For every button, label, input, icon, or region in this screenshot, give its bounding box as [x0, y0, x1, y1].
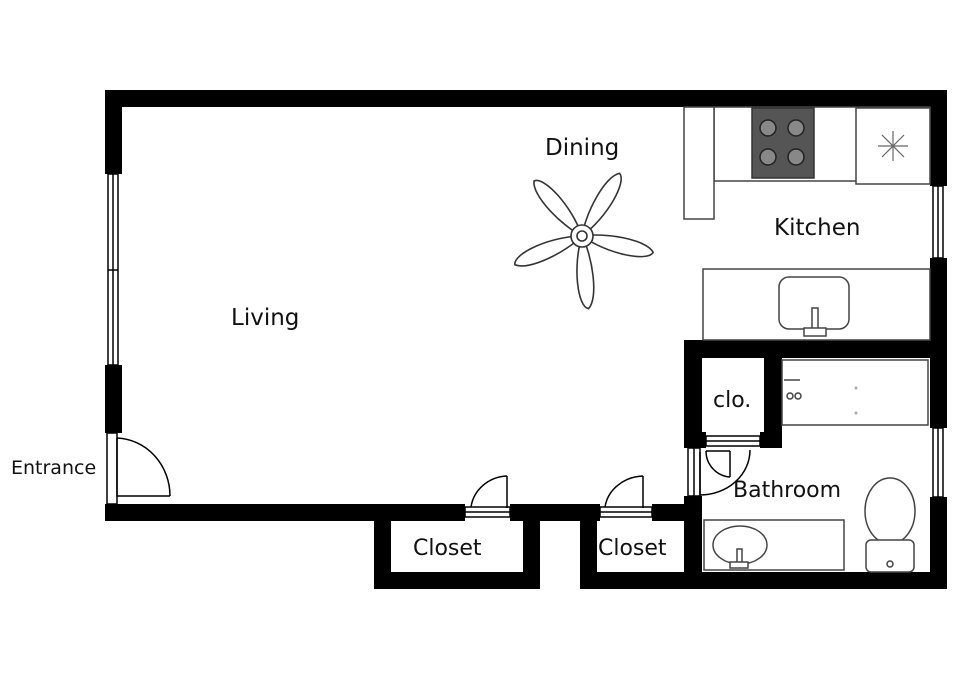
wall-closet-left-bottom [374, 572, 540, 589]
wall-closet-left-right [523, 504, 540, 589]
windows [107, 173, 944, 498]
room-label-bathroom: Bathroom [733, 478, 841, 503]
wall-right-middle [930, 258, 947, 428]
room-label-living: Living [231, 305, 299, 331]
kitchen-peninsula [683, 106, 715, 220]
room-label-dining: Dining [545, 135, 619, 161]
window-icon [107, 173, 119, 366]
kitchen-fixtures [683, 106, 931, 341]
door-swing-icon [106, 432, 171, 505]
door-swing-icon [687, 447, 751, 497]
window-icon [932, 185, 944, 259]
door-swing-icon [464, 475, 511, 518]
wall-clo-bottom-left [684, 432, 706, 448]
bathtub-icon [781, 359, 929, 426]
door-swing-icon [599, 475, 653, 518]
wall-clo-right [764, 358, 782, 448]
room-label-kitchen: Kitchen [774, 215, 860, 241]
bathroom-fixtures [703, 359, 929, 573]
stove-icon [751, 107, 815, 179]
room-label-closet-right: Closet [598, 536, 667, 561]
room-label-closet-left: Closet [413, 536, 482, 561]
wall-kitchen-bath [684, 340, 930, 358]
wall-clo-left [684, 340, 702, 448]
refrigerator-icon [855, 107, 931, 185]
kitchen-sink-icon [778, 276, 850, 337]
wall-closet-right-left [580, 504, 597, 589]
bathroom-sink-icon [703, 519, 845, 571]
door-swing-icon [705, 435, 761, 478]
wall-right-bottom [930, 497, 947, 589]
doors [106, 432, 761, 518]
wall-right-top [930, 90, 947, 186]
window-icon [932, 427, 944, 498]
entrance-label: Entrance [11, 457, 96, 479]
wall-left-upper [105, 90, 122, 174]
wall-closet-left-outer [374, 504, 391, 589]
room-label-clo: clo. [713, 388, 751, 413]
toilet-icon [864, 477, 916, 573]
wall-bottom-living [105, 504, 465, 521]
walls [105, 90, 947, 589]
wall-bottom-bath [580, 572, 947, 589]
wall-bath-left [684, 496, 702, 589]
wall-clo-bottom-right [760, 432, 782, 448]
ceiling-fan-icon [514, 172, 655, 310]
wall-top [105, 90, 947, 107]
wall-left-middle [105, 365, 122, 433]
